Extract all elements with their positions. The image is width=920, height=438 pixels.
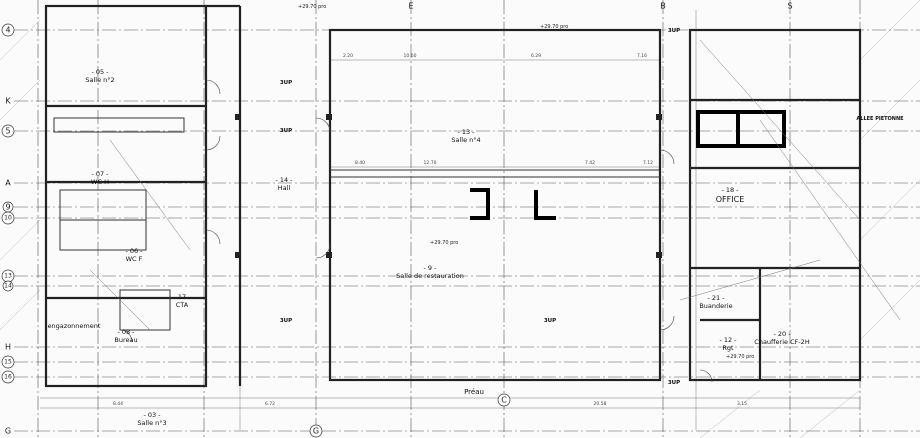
room-rgt-name: Rgt	[722, 344, 734, 352]
dim-mid-2: 12.70	[424, 160, 437, 166]
axis-row-H: H	[5, 343, 11, 352]
grid-lines-horizontal	[14, 29, 920, 432]
dim-mid-1: 8.40	[355, 160, 365, 166]
up-marker-1: 3UP	[280, 80, 292, 86]
room-salle3-name: Salle n°3	[137, 419, 166, 427]
axis-col-S-label: S	[787, 2, 792, 11]
room-salle3-number: - 03 -	[143, 411, 161, 419]
axis-row-14-label: 14	[4, 283, 12, 290]
room-wcf-name: WC F	[126, 255, 143, 263]
dimension-lines	[40, 10, 860, 430]
allee-pietonne-label: ALLEE PIETONNE	[856, 116, 904, 122]
up-marker-2: 3UP	[280, 128, 292, 134]
level-mark-3: +29.70 pro	[540, 24, 568, 30]
room-restauration-name: Salle de restauration	[396, 272, 464, 280]
annotation-leaders	[89, 39, 901, 331]
axis-row-13: 13	[1, 269, 15, 283]
axis-col-G-label: G	[313, 427, 319, 436]
axis-col-B-label: B	[660, 2, 666, 11]
dim-bottom-2: 6.72	[265, 401, 275, 407]
level-mark-4: +29.70 pro	[726, 354, 754, 360]
room-bureau-number: - 08 -	[117, 328, 135, 336]
level-mark-1: +29.70 pro	[298, 4, 326, 10]
dim-mid-3: 7.42	[585, 160, 595, 166]
axis-row-G-label: G	[5, 427, 11, 436]
room-hall-name: Hall	[278, 184, 291, 192]
room-salle4-name: Salle n°4	[451, 136, 480, 144]
axis-row-14: 14	[2, 280, 14, 292]
axis-row-10: 10	[1, 211, 15, 225]
room-bureau-name: Bureau	[114, 336, 137, 344]
axis-row-16: 16	[1, 370, 15, 384]
engazonnement-label: engazonnement	[48, 322, 101, 330]
up-marker-5: 3UP	[668, 28, 680, 34]
room-salle4-number: - 13 -	[457, 128, 475, 136]
axis-row-H-label: H	[5, 343, 11, 352]
axis-row-16-label: 16	[4, 374, 12, 381]
axis-row-A-label: A	[5, 179, 11, 188]
axis-row-9-label: 9	[5, 203, 10, 212]
dim-mid-4: 7.12	[643, 160, 653, 166]
dim-top-3: 6.29	[531, 53, 541, 59]
axis-row-G: G	[5, 427, 11, 436]
level-marks: +29.70 pro +29.70 pro +29.70 pro +29.70 …	[298, 4, 754, 360]
dim-bottom-1: 8.44	[113, 401, 123, 407]
up-marker-4: 3UP	[544, 318, 556, 324]
axis-col-C-label: C	[501, 396, 507, 405]
axis-row-K-label: K	[5, 97, 11, 106]
room-cta-number: - 17 -	[173, 293, 191, 301]
axis-col-E-label: E	[408, 2, 413, 11]
room-chaufferie-name: Chaufferie CF-2H	[754, 338, 810, 346]
room-rgt-number: - 12 -	[719, 336, 737, 344]
axis-row-5-label: 5	[5, 127, 10, 136]
room-restauration-number: - 9 -	[424, 264, 438, 272]
up-marker-3: 3UP	[280, 318, 292, 324]
room-office-number: - 18 -	[721, 186, 739, 194]
level-mark-2: +29.70 pro	[430, 240, 458, 246]
room-wch-number: - 07 -	[91, 170, 109, 178]
axis-row-4: 4	[1, 23, 15, 37]
doors	[119, 79, 713, 383]
axis-row-K: K	[5, 97, 11, 106]
axis-row-13-label: 13	[4, 273, 12, 280]
dim-top-4: 7.16	[637, 53, 647, 59]
up-marker-6: 3UP	[668, 380, 680, 386]
walls	[44, 4, 862, 388]
room-labels: - 05 - Salle n°2 - 13 - Salle n°4 - 14 -…	[48, 68, 905, 427]
dim-top-1: 2.20	[343, 53, 353, 59]
axis-row-5: 5	[1, 124, 15, 138]
row-axis-labels: 4 K 5 A 9 10 13 14 H 15 16 G	[1, 23, 15, 436]
col-axis-labels: E B S G C	[309, 2, 793, 438]
stair-markers: 3UP 3UP 3UP 3UP 3UP 3UP	[280, 28, 680, 386]
axis-row-15: 15	[1, 355, 15, 369]
room-office-name: OFFICE	[716, 195, 745, 204]
room-hall-number: - 14 -	[275, 176, 293, 184]
axis-row-A: A	[5, 179, 11, 188]
axis-row-9: 9	[2, 201, 14, 213]
grid-lines-vertical	[37, 0, 861, 438]
room-salle2-number: - 05 -	[91, 68, 109, 76]
room-chaufferie-number: - 20 -	[773, 330, 791, 338]
dim-bottom-4: 3.15	[737, 401, 747, 407]
room-salle2-name: Salle n°2	[85, 76, 114, 84]
dim-bottom-3: 20.58	[594, 401, 607, 407]
room-wch-name: WC H	[91, 178, 109, 186]
dimension-text: 2.20 10.60 6.29 7.16 8.40 12.70 7.42 7.1…	[113, 53, 747, 407]
room-buanderie-name: Buanderie	[699, 302, 732, 310]
room-buanderie-number: - 21 -	[707, 294, 725, 302]
axis-row-4-label: 4	[5, 26, 10, 35]
room-cta-name: CTA	[176, 301, 189, 309]
axis-row-15-label: 15	[4, 359, 12, 366]
axis-row-10-label: 10	[4, 215, 12, 222]
room-wcf-number: - 06 -	[125, 247, 143, 255]
dim-top-2: 10.60	[404, 53, 417, 59]
preau-label: Préau	[464, 388, 484, 396]
